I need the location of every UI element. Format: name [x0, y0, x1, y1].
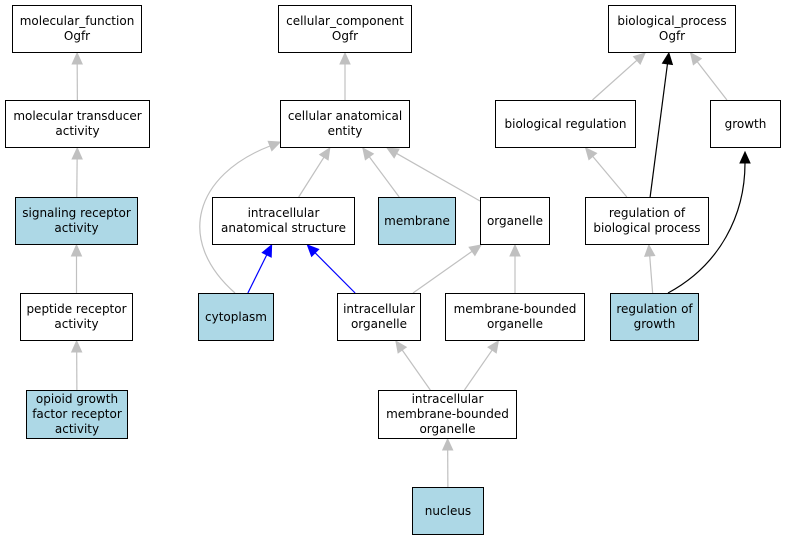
edge-reg_bio-to-bio_reg — [592, 156, 628, 198]
edge-arrowhead — [70, 243, 83, 257]
edge-arrowhead — [70, 339, 83, 353]
edge-intra_anat-to-cell_anat — [298, 156, 325, 198]
edge-arrowhead — [441, 437, 454, 451]
edge-intra_mem_bound-to-intra_org — [401, 349, 431, 391]
node-cellular-anatomical-entity[interactable]: cellular anatomical entity — [280, 100, 410, 148]
edge-arrowhead — [739, 150, 751, 164]
node-label: peptide receptor activity — [26, 302, 127, 331]
node-organelle[interactable]: organelle — [480, 197, 550, 245]
node-label: membrane-bounded organelle — [453, 302, 577, 331]
edge-arrowhead — [644, 243, 656, 257]
node-cytoplasm[interactable]: cytoplasm — [198, 293, 274, 341]
node-label: regulation of growth — [616, 302, 693, 331]
node-regulation-of-biological-process[interactable]: regulation of biological process — [585, 197, 709, 245]
node-intracellular-membrane-bounded-organelle[interactable]: intracellular membrane-bounded organelle — [378, 390, 517, 439]
node-opioid-growth-factor-receptor-activity[interactable]: opioid growth factor receptor activity — [26, 390, 128, 439]
edge-arrowhead — [261, 243, 273, 258]
edge-bio_reg-to-bp_root — [592, 59, 638, 101]
edge-reg_growth-to-growth — [667, 162, 746, 294]
edge-cytoplasm-to-intra_anat — [247, 254, 268, 294]
node-label: cytoplasm — [205, 309, 267, 324]
node-label: signaling receptor activity — [22, 206, 131, 235]
edge-intra_mem_bound-to-mem_bound — [463, 349, 493, 391]
edge-arrowhead — [71, 51, 83, 65]
edge-arrowhead — [689, 52, 703, 66]
node-label: regulation of biological process — [593, 206, 701, 235]
node-membrane-bounded-organelle[interactable]: membrane-bounded organelle — [445, 293, 585, 341]
edge-reg_growth-to-reg_bio — [649, 255, 654, 294]
node-label: cellular_component Ogfr — [286, 14, 404, 43]
edge-membrane-to-cell_anat — [368, 156, 400, 198]
node-label: growth — [724, 116, 767, 131]
node-molecular-transducer-activity[interactable]: molecular transducer activity — [5, 100, 150, 148]
edge-arrowhead — [632, 52, 646, 65]
node-label: membrane — [384, 213, 450, 228]
node-label: intracellular membrane-bounded organelle — [386, 392, 509, 436]
edge-intra_org-to-organelle — [412, 250, 473, 294]
edge-arrowhead — [386, 147, 400, 159]
node-regulation-of-growth[interactable]: regulation of growth — [610, 293, 699, 341]
edge-growth-to-bp_root — [696, 61, 728, 101]
edge-arrowhead — [362, 147, 375, 161]
node-label: organelle — [486, 213, 544, 228]
edge-reg_bio-to-bp_root — [649, 63, 669, 198]
edge-arrowhead — [468, 244, 482, 257]
edge-arrowhead — [318, 146, 331, 161]
node-label: molecular transducer activity — [13, 109, 142, 138]
edge-arrowhead — [267, 140, 282, 152]
node-label: intracellular organelle — [343, 302, 415, 331]
node-signaling-receptor-activity[interactable]: signaling receptor activity — [15, 197, 138, 245]
node-intracellular-anatomical-structure[interactable]: intracellular anatomical structure — [212, 197, 355, 245]
edge-intra_org-to-intra_anat — [314, 252, 356, 294]
node-growth[interactable]: growth — [710, 100, 781, 148]
edge-arrowhead — [584, 147, 598, 161]
node-membrane[interactable]: membrane — [378, 197, 456, 245]
edge-arrowhead — [306, 244, 320, 258]
node-peptide-receptor-activity[interactable]: peptide receptor activity — [20, 293, 133, 341]
node-intracellular-organelle[interactable]: intracellular organelle — [337, 293, 421, 341]
node-label: cellular anatomical entity — [287, 109, 403, 138]
node-nucleus[interactable]: nucleus — [412, 487, 484, 535]
edge-arrowhead — [395, 340, 408, 354]
edge-cytoplasm-to-cell_anat — [199, 145, 271, 294]
edge-arrowhead — [71, 146, 83, 160]
edge-arrowhead — [509, 243, 521, 257]
node-biological-regulation[interactable]: biological regulation — [495, 100, 636, 148]
node-label: biological regulation — [504, 116, 627, 131]
node-label: nucleus — [424, 503, 472, 518]
edge-arrowhead — [339, 51, 351, 65]
node-label: intracellular anatomical structure — [221, 206, 346, 235]
node-molecular-function-root[interactable]: molecular_function Ogfr — [12, 5, 142, 53]
edge-arrowhead — [487, 340, 500, 354]
node-biological-process-root[interactable]: biological_process Ogfr — [608, 5, 736, 53]
node-label: molecular_function Ogfr — [19, 14, 135, 43]
node-cellular-component-root[interactable]: cellular_component Ogfr — [278, 5, 412, 53]
edge-arrowhead — [661, 51, 674, 66]
node-label: biological_process Ogfr — [617, 14, 727, 43]
node-label: opioid growth factor receptor activity — [32, 392, 122, 436]
edge-organelle-to-cell_anat — [396, 152, 481, 202]
